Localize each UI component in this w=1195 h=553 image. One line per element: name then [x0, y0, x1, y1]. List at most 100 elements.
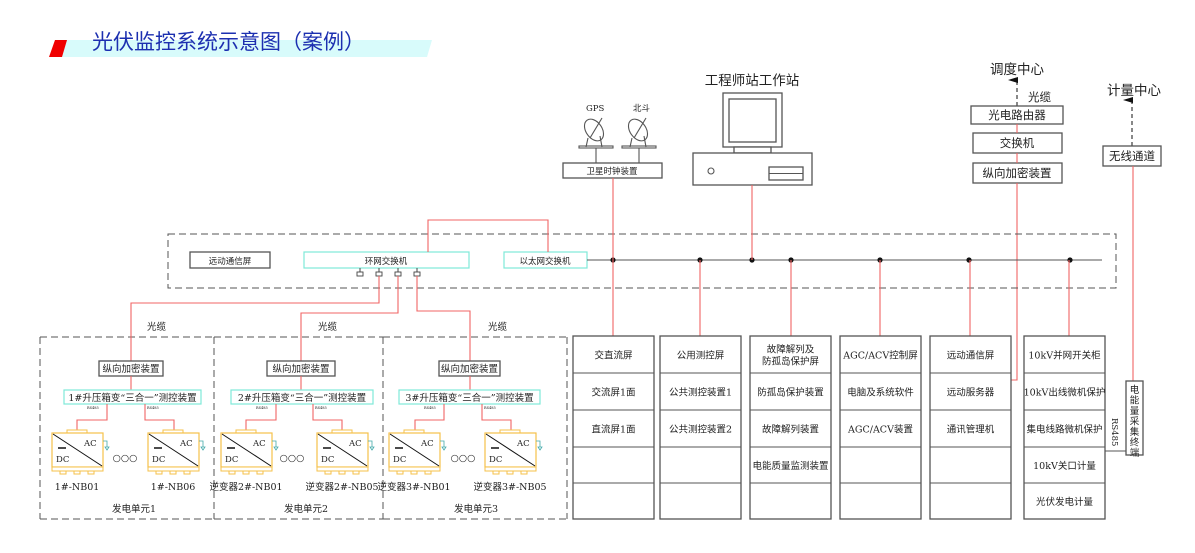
cabinet-title: 防孤岛保护屏 [762, 356, 819, 368]
encryption-device-label: 纵向加密装置 [102, 363, 159, 375]
banner-accent [49, 40, 67, 57]
optical-router-label: 光电路由器 [988, 108, 1046, 122]
rs485-tag: RS485 [256, 406, 268, 410]
cabinet-device: 公共测控装置1 [669, 387, 732, 399]
ellipsis: ○○○ [451, 453, 476, 464]
ground-icon [103, 440, 110, 451]
cabinet-device: 远动服务器 [947, 387, 995, 399]
banner-band [60, 40, 432, 57]
encryption-device-label: 纵向加密装置 [441, 363, 498, 375]
rs485-tag: RS485 [484, 406, 496, 410]
cabinet-frame [749, 335, 832, 520]
inverter-label: 1#-NB06 [151, 482, 196, 493]
cabinet-frame [839, 335, 922, 520]
metering-center-label: 计量中心 [1107, 83, 1161, 99]
satellite-clock-label: 卫星时钟装置 [586, 166, 638, 177]
ring-switch-label: 环网交换机 [365, 256, 408, 267]
box-transformer-controller [398, 389, 541, 405]
controller-label: 1#升压箱变“三合一”测控装置 [68, 392, 196, 404]
inverter-label: 逆变器3#-NB01 [377, 481, 450, 493]
rs485-tag: RS485 [315, 406, 327, 410]
cabinet-device: 光伏发电计量 [1036, 496, 1094, 508]
cabinet-device: 防孤岛保护装置 [757, 387, 824, 399]
cabinet-title: AGC/ACV控制屏 [842, 350, 917, 362]
ground-icon [440, 440, 447, 451]
dispatch-column: 调度中心 光缆 光电路由器 交换机 纵向加密装置 [970, 62, 1064, 381]
cabinet-device: 集电线路微机保护 [1026, 424, 1102, 436]
switch-port-3 [394, 271, 402, 277]
inverter-icon: AC DC [147, 429, 206, 475]
switch-port-4 [413, 271, 421, 277]
gps-label: GPS [586, 104, 605, 114]
switch-port-2 [375, 271, 383, 277]
dc-label: DC [225, 455, 238, 465]
ac-label: AC [179, 439, 193, 449]
inverter-label: 逆变器2#-NB05 [305, 481, 378, 493]
cabinet-frame [929, 335, 1012, 520]
beidou-label: 北斗 [633, 104, 651, 114]
inverter-label: 逆变器2#-NB01 [209, 481, 282, 493]
cabinet-title: 故障解列及 [767, 344, 815, 356]
cabinet-device: 10kV出线微机保护 [1024, 387, 1106, 399]
beidou-dish-icon [621, 117, 657, 163]
cabinet-device: 直流屏1面 [591, 424, 635, 436]
engineer-station-label: 工程师站工作站 [705, 73, 800, 89]
generation-unit-label: 发电单元3 [454, 503, 498, 515]
cabinet-device: 电能质量监测装置 [752, 460, 828, 472]
cabinet-frame [659, 335, 742, 520]
dispatch-switch-label: 交换机 [1000, 136, 1035, 150]
cabinet-device: 故障解列装置 [762, 424, 819, 436]
rs485-tag: RS485 [87, 406, 99, 410]
cabinet-title: 交直流屏 [594, 350, 632, 362]
ellipsis: ○○○ [113, 453, 138, 464]
cabinet-device: 交流屏1面 [591, 387, 635, 399]
inverter-label: 1#-NB01 [55, 482, 100, 493]
cabinet-frame [1023, 335, 1106, 520]
dispatch-encryption-label: 纵向加密装置 [983, 166, 1052, 180]
cabinet-title: 10kV并网开关柜 [1028, 350, 1101, 362]
telecontrol-screen-box [189, 251, 271, 269]
ac-label: AC [420, 439, 434, 449]
metering-column: 计量中心 无线通道 电能量采集终端 RS485 [1102, 83, 1162, 459]
cabinet-device: 10kV关口计量 [1033, 460, 1096, 472]
ethernet-switch-label: 以太网交换机 [519, 256, 571, 267]
ground-icon [272, 440, 279, 451]
ground-icon [199, 440, 206, 451]
switch-port-1 [356, 271, 364, 277]
dispatch-fiber-label: 光缆 [1028, 90, 1051, 104]
ring-switch-ports [356, 268, 421, 277]
fiber-label: 光缆 [488, 321, 508, 333]
controller-label: 3#升压箱变“三合一”测控装置 [405, 392, 533, 404]
station-bus: 远动通信屏 环网交换机 以太网交换机 [167, 178, 1117, 336]
ac-label: AC [348, 439, 362, 449]
engineer-workstation: 工程师站工作站 [692, 73, 813, 186]
box-transformer-controller [230, 389, 374, 405]
rs485-label: RS485 [1109, 418, 1119, 446]
gps-dish-icon [578, 117, 614, 163]
dc-label: DC [152, 455, 165, 465]
cabinet-frame [572, 335, 655, 520]
cabinet-title: 公用测控屏 [677, 350, 725, 362]
energy-terminal-label: 电能量采集终端 [1130, 384, 1140, 459]
box-transformer-controller [63, 389, 202, 405]
dispatch-center-label: 调度中心 [990, 62, 1044, 78]
ground-icon [536, 440, 543, 451]
fiber-label: 光缆 [318, 321, 338, 333]
cabinet-device: 电脑及系统软件 [847, 387, 914, 399]
ring-switch-box [303, 251, 470, 269]
generation-unit-label: 发电单元2 [284, 503, 328, 515]
dc-label: DC [321, 455, 334, 465]
encryption-device-label: 纵向加密装置 [272, 363, 329, 375]
wireless-channel-label: 无线通道 [1109, 149, 1155, 163]
cabinet-device: 通讯管理机 [947, 424, 995, 436]
cabinet-title: 远动通信屏 [947, 350, 995, 362]
